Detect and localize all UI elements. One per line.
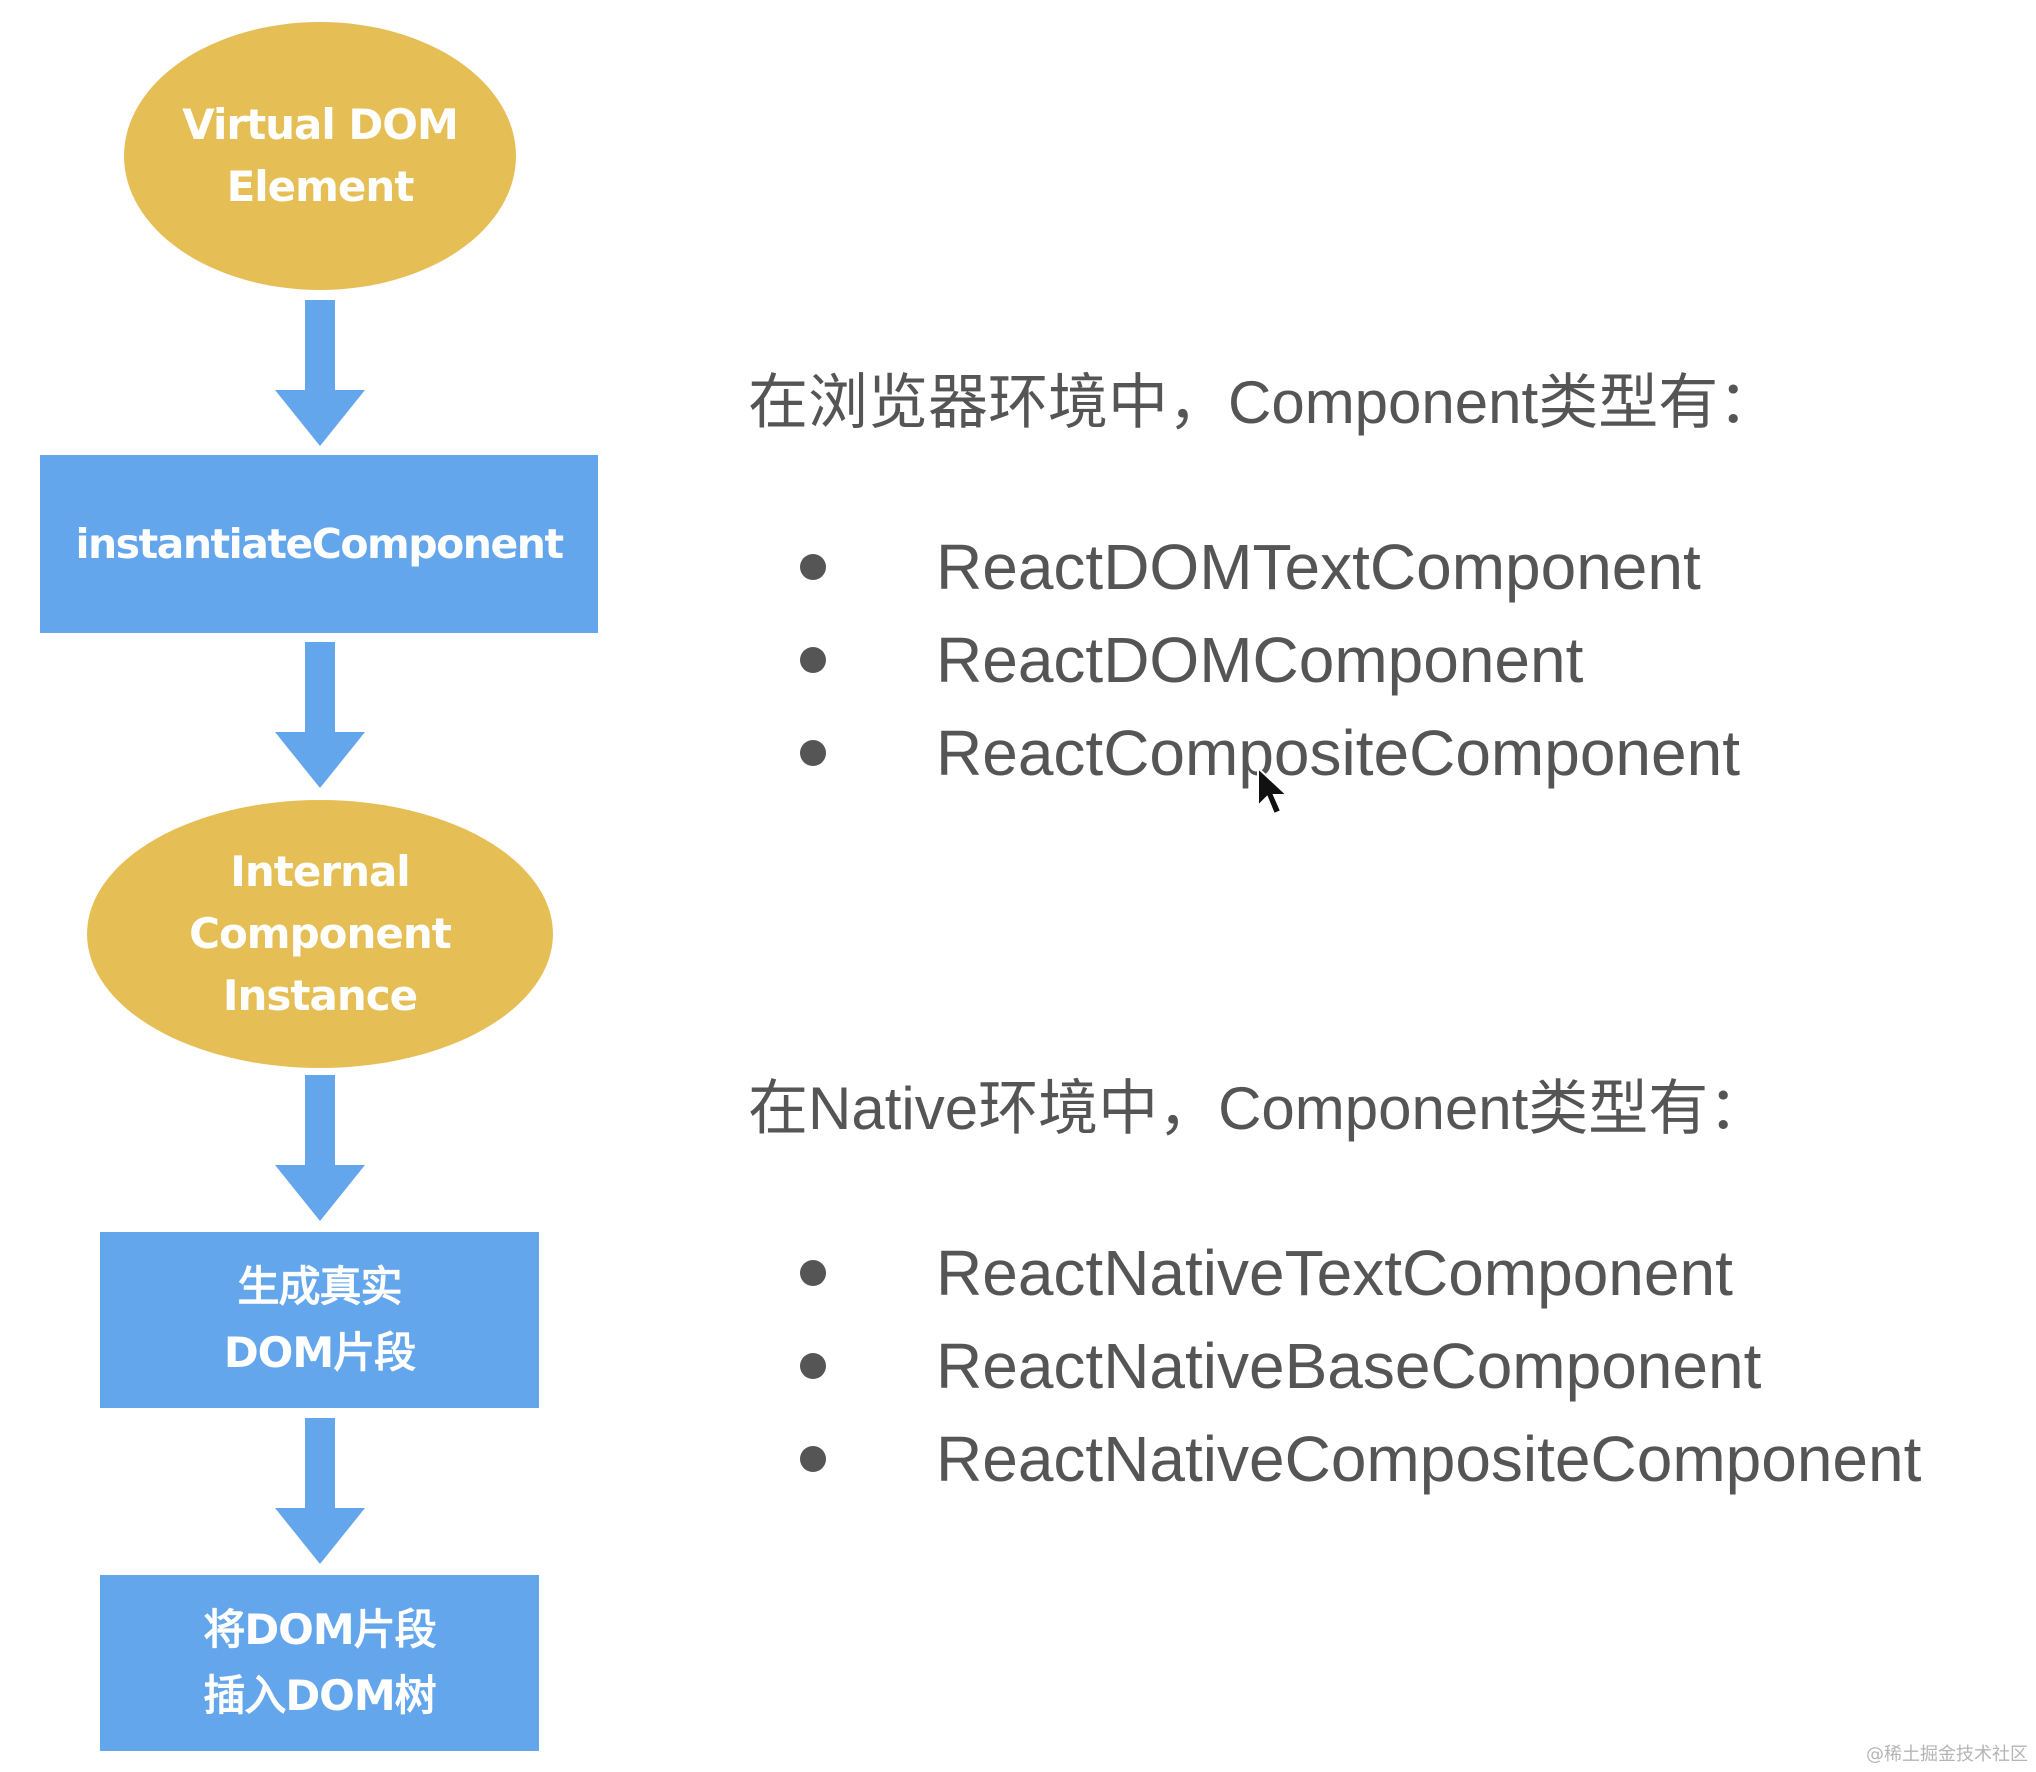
node-label-line: Virtual DOM [182, 100, 459, 149]
bullet-dot-icon [800, 1352, 826, 1379]
node-label-line: Internal [230, 847, 410, 896]
node-label-line: 将DOM片段 [203, 1605, 436, 1654]
node-generate-real-dom-fragment: 生成真实 DOM片段 [100, 1232, 539, 1408]
node-label-line: Element [226, 162, 415, 211]
bullet-dot-icon [800, 739, 826, 766]
mouse-pointer-icon [1257, 766, 1290, 816]
bullet-dot-icon [800, 646, 826, 673]
arrow-down-icon [275, 1075, 365, 1221]
native-component-list: ReactNativeTextComponent ReactNativeBase… [800, 1226, 1921, 1505]
bullet-dot-icon [800, 1445, 826, 1472]
node-label-line: 生成真实 [237, 1262, 402, 1311]
node-label-line: 插入DOM树 [203, 1671, 436, 1720]
node-instantiate-component: instantiateComponent [40, 455, 598, 633]
bullet-dot-icon [800, 553, 826, 580]
arrow-down-icon [275, 1418, 365, 1564]
node-label-line: instantiateComponent [75, 520, 564, 568]
arrow-down-icon [275, 642, 365, 788]
list-item: ReactDOMComponent [800, 613, 1740, 706]
node-insert-dom-fragment-into-tree: 将DOM片段 插入DOM树 [100, 1575, 539, 1751]
node-label-line: DOM片段 [223, 1328, 416, 1377]
list-item-text: ReactNativeCompositeComponent [936, 1422, 1922, 1495]
browser-heading: 在浏览器环境中，Component类型有： [748, 369, 1779, 436]
node-label-line: Component [189, 909, 452, 958]
list-item: ReactNativeTextComponent [800, 1226, 1921, 1319]
bullet-dot-icon [800, 1259, 826, 1286]
list-item-text: ReactNativeTextComponent [936, 1236, 1733, 1309]
node-internal-component-instance: Internal Component Instance [87, 800, 553, 1068]
list-item-text: ReactCompositeComponent [936, 716, 1740, 789]
node-virtual-dom-element: Virtual DOM Element [124, 22, 516, 290]
native-heading: 在Native环境中，Component类型有： [748, 1075, 1769, 1142]
list-item: ReactNativeBaseComponent [800, 1319, 1921, 1412]
list-item-text: ReactNativeBaseComponent [936, 1329, 1762, 1402]
watermark: @稀土掘金技术社区 [1866, 1744, 2028, 1765]
list-item-text: ReactDOMTextComponent [936, 530, 1701, 603]
node-label-line: Instance [222, 971, 418, 1020]
arrow-down-icon [275, 300, 365, 446]
list-item: ReactCompositeComponent [800, 706, 1740, 799]
browser-component-list: ReactDOMTextComponent ReactDOMComponent … [800, 520, 1740, 799]
list-item-text: ReactDOMComponent [936, 623, 1584, 696]
list-item: ReactDOMTextComponent [800, 520, 1740, 613]
list-item: ReactNativeCompositeComponent [800, 1412, 1921, 1505]
